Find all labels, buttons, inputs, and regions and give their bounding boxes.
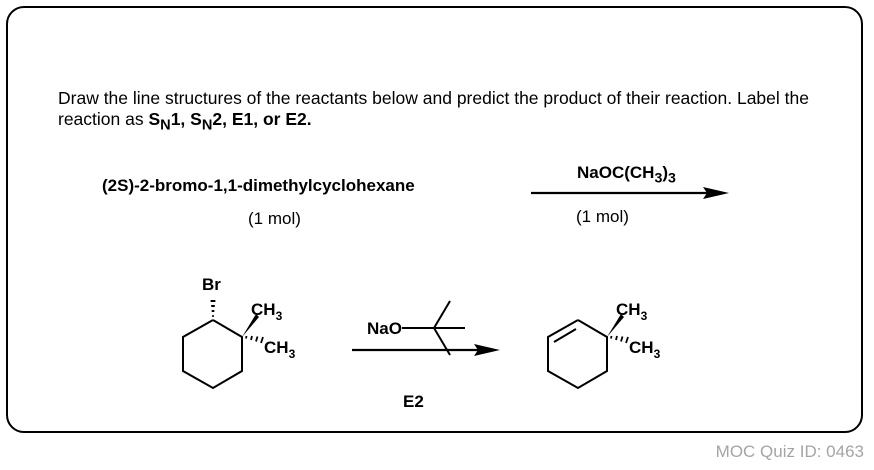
product-structure: CH3 CH3: [547, 300, 661, 390]
reagent-name: NaOC(CH3)3: [577, 163, 676, 187]
reaction-arrow-top: [531, 187, 729, 199]
product-hashed-ch3: [610, 335, 629, 344]
product-ring: [547, 319, 608, 390]
reactant-ring: [182, 319, 243, 390]
question-text: Draw the line structures of the reactant…: [58, 88, 838, 137]
hashed-bond-ch3: [245, 335, 264, 344]
question-intro: Draw the line structures of the reactant…: [58, 88, 809, 129]
ch3-lower: CH3: [264, 338, 296, 361]
wedge-bond-ch3: [242, 314, 259, 337]
sn1-label: SN1, SN2, E1, or E2.: [148, 109, 312, 134]
reactant-structure: Br CH3 CH3: [182, 275, 296, 390]
quiz-id: MOC Quiz ID: 0463: [715, 442, 864, 461]
double-bond-inner: [553, 328, 577, 343]
tert-butoxide-structure: NaO: [367, 300, 465, 356]
br-label: Br: [202, 275, 221, 294]
product-wedge-ch3: [607, 314, 624, 337]
product-ch3-lower: CH3: [629, 338, 661, 361]
nao-label: NaO: [367, 319, 402, 338]
question-card: [6, 6, 863, 433]
ch3-upper: CH3: [251, 300, 283, 323]
reaction-arrow-bottom: [352, 344, 500, 356]
product-ch3-upper: CH3: [616, 300, 648, 323]
reaction-type-label: E2: [403, 392, 424, 411]
reactant-name: (2S)-2-bromo-1,1-dimethylcyclohexane: [102, 176, 415, 195]
reactant-amount: (1 mol): [248, 209, 301, 228]
reagent-amount: (1 mol): [576, 207, 629, 226]
hashed-bond-br: [210, 300, 216, 317]
